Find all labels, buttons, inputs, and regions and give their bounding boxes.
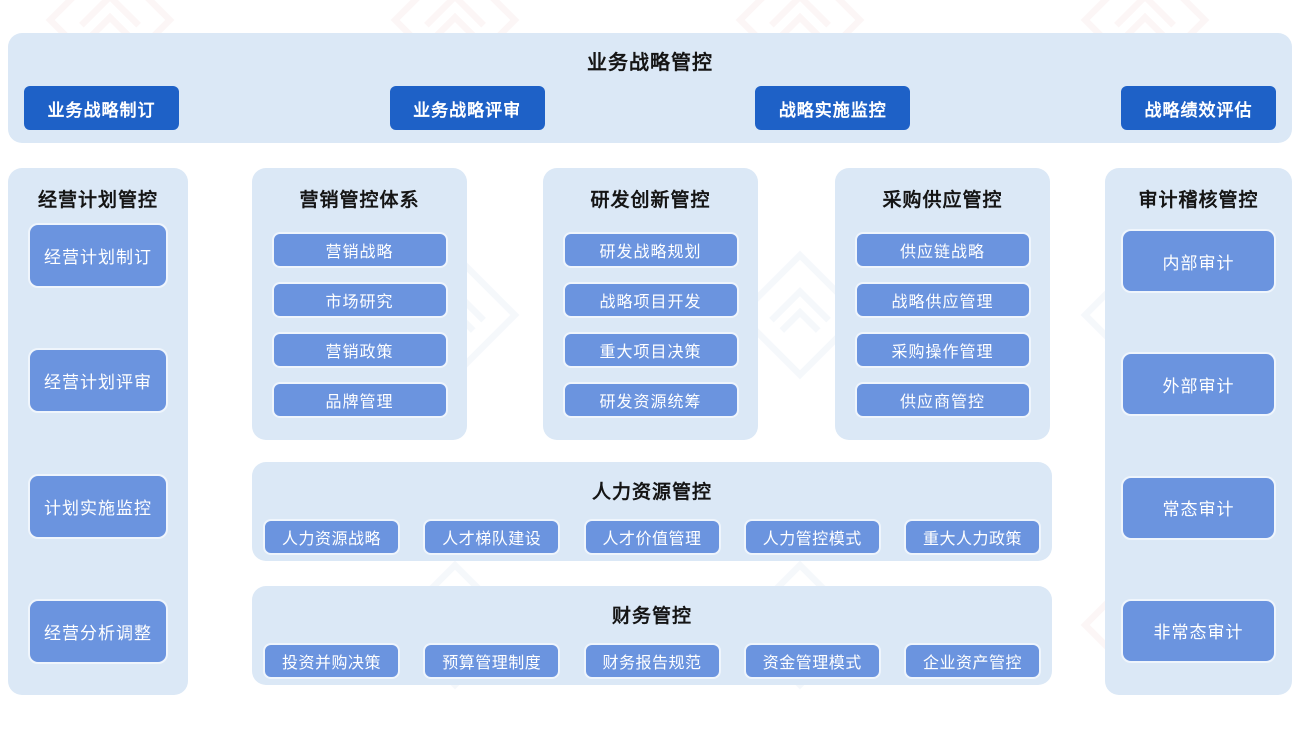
node-financial-reporting[interactable]: 财务报告规范 — [583, 643, 721, 679]
item-list: 内部审计 外部审计 常态审计 非常态审计 — [1121, 229, 1276, 663]
item-list: 供应链战略 战略供应管理 采购操作管理 供应商管控 — [854, 232, 1031, 418]
node-strategy-review[interactable]: 业务战略评审 — [389, 86, 545, 130]
node-marketing-policy[interactable]: 营销政策 — [271, 332, 448, 368]
panel-marketing: 营销管控体系 营销战略 市场研究 营销政策 品牌管理 — [252, 168, 467, 440]
node-hr-control-model[interactable]: 人力管控模式 — [743, 519, 881, 555]
node-rnd-resource-coordination[interactable]: 研发资源统筹 — [562, 382, 739, 418]
panel-finance: 财务管控 投资并购决策 预算管理制度 财务报告规范 资金管理模式 企业资产管控 — [252, 586, 1052, 685]
panel-title: 营销管控体系 — [299, 190, 420, 211]
node-supply-chain-strategy[interactable]: 供应链战略 — [854, 232, 1031, 268]
node-talent-pipeline[interactable]: 人才梯队建设 — [423, 519, 561, 555]
node-non-routine-audit[interactable]: 非常态审计 — [1121, 598, 1276, 663]
node-strategy-monitoring[interactable]: 战略实施监控 — [755, 86, 911, 130]
node-strategy-evaluation[interactable]: 战略绩效评估 — [1120, 86, 1276, 130]
node-major-hr-policy[interactable]: 重大人力政策 — [904, 519, 1041, 555]
node-market-research[interactable]: 市场研究 — [271, 282, 448, 318]
node-plan-review[interactable]: 经营计划评审 — [28, 348, 168, 414]
node-talent-value-mgmt[interactable]: 人才价值管理 — [583, 519, 721, 555]
node-hr-strategy[interactable]: 人力资源战略 — [263, 519, 400, 555]
node-rnd-strategy-planning[interactable]: 研发战略规划 — [562, 232, 739, 268]
node-enterprise-asset-ctrl[interactable]: 企业资产管控 — [904, 643, 1041, 679]
item-list: 经营计划制订 经营计划评审 计划实施监控 经营分析调整 — [28, 223, 168, 664]
node-brand-management[interactable]: 品牌管理 — [271, 382, 448, 418]
panel-title: 财务管控 — [611, 606, 692, 627]
strategy-button-row: 业务战略制订 业务战略评审 战略实施监控 战略绩效评估 — [8, 86, 1292, 130]
panel-title: 研发创新管控 — [590, 190, 711, 211]
panel-business-strategy: 业务战略管控 业务战略制订 业务战略评审 战略实施监控 战略绩效评估 — [8, 33, 1292, 143]
node-plan-formulation[interactable]: 经营计划制订 — [28, 223, 168, 288]
item-list: 投资并购决策 预算管理制度 财务报告规范 资金管理模式 企业资产管控 — [252, 643, 1052, 679]
node-major-project-decision[interactable]: 重大项目决策 — [562, 332, 739, 368]
panel-title: 人力资源管控 — [591, 482, 712, 503]
node-routine-audit[interactable]: 常态审计 — [1121, 475, 1276, 540]
node-budget-mgmt-system[interactable]: 预算管理制度 — [423, 643, 561, 679]
node-strategic-supply-mgmt[interactable]: 战略供应管理 — [854, 282, 1031, 318]
panel-title: 采购供应管控 — [882, 190, 1003, 211]
node-strategic-project-dev[interactable]: 战略项目开发 — [562, 282, 739, 318]
node-procurement-ops-mgmt[interactable]: 采购操作管理 — [854, 332, 1031, 368]
node-external-audit[interactable]: 外部审计 — [1121, 352, 1276, 417]
node-plan-adjustment[interactable]: 经营分析调整 — [28, 598, 168, 664]
node-supplier-control[interactable]: 供应商管控 — [854, 382, 1031, 418]
panel-title: 经营计划管控 — [37, 190, 158, 211]
panel-title: 审计稽核管控 — [1138, 190, 1259, 211]
panel-operating-plan: 经营计划管控 经营计划制订 经营计划评审 计划实施监控 经营分析调整 — [8, 168, 188, 695]
node-internal-audit[interactable]: 内部审计 — [1121, 229, 1276, 293]
node-plan-monitoring[interactable]: 计划实施监控 — [28, 473, 168, 539]
node-investment-ma-decision[interactable]: 投资并购决策 — [263, 643, 400, 679]
panel-title: 业务战略管控 — [587, 52, 713, 74]
panel-human-resources: 人力资源管控 人力资源战略 人才梯队建设 人才价值管理 人力管控模式 重大人力政… — [252, 462, 1052, 561]
item-list: 研发战略规划 战略项目开发 重大项目决策 研发资源统筹 — [562, 232, 739, 418]
panel-audit: 审计稽核管控 内部审计 外部审计 常态审计 非常态审计 — [1105, 168, 1292, 695]
panel-procurement-supply: 采购供应管控 供应链战略 战略供应管理 采购操作管理 供应商管控 — [835, 168, 1050, 440]
panel-rnd-innovation: 研发创新管控 研发战略规划 战略项目开发 重大项目决策 研发资源统筹 — [543, 168, 758, 440]
node-capital-mgmt-model[interactable]: 资金管理模式 — [743, 643, 881, 679]
node-strategy-formulation[interactable]: 业务战略制订 — [24, 86, 179, 130]
node-marketing-strategy[interactable]: 营销战略 — [271, 232, 448, 268]
item-list: 营销战略 市场研究 营销政策 品牌管理 — [271, 232, 448, 418]
item-list: 人力资源战略 人才梯队建设 人才价值管理 人力管控模式 重大人力政策 — [252, 519, 1052, 555]
